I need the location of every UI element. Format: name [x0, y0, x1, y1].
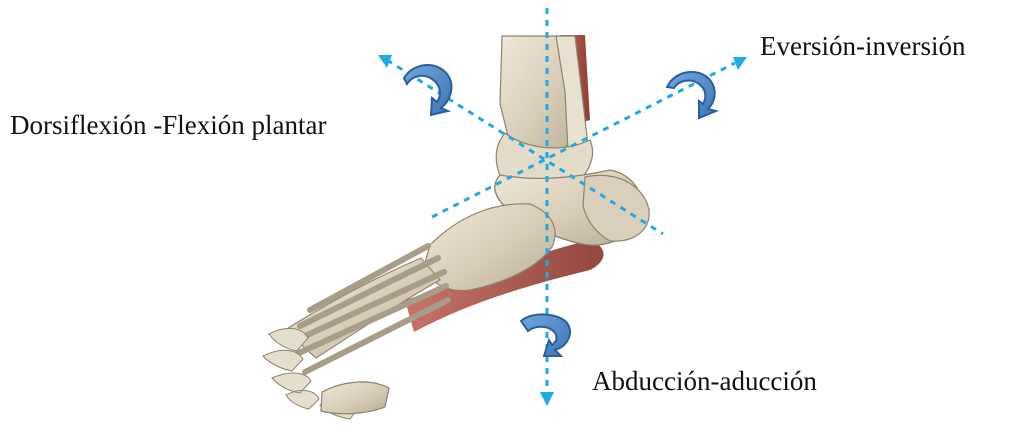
rotation-arrow-icon [667, 72, 716, 118]
leg-bones [496, 35, 592, 192]
axis-arrowhead-icon [540, 392, 554, 406]
abduction-adduction-label: Abducción-aducción [592, 368, 817, 395]
dorsiflexion-plantar-flexion-label: Dorsiflexión -Flexión plantar [10, 112, 326, 139]
big-toe [321, 382, 389, 414]
rotation-arrow-icon [521, 314, 570, 356]
eversion-inversion-label: Eversión-inversión [760, 33, 965, 60]
rotation-arrow-icon [404, 65, 451, 115]
